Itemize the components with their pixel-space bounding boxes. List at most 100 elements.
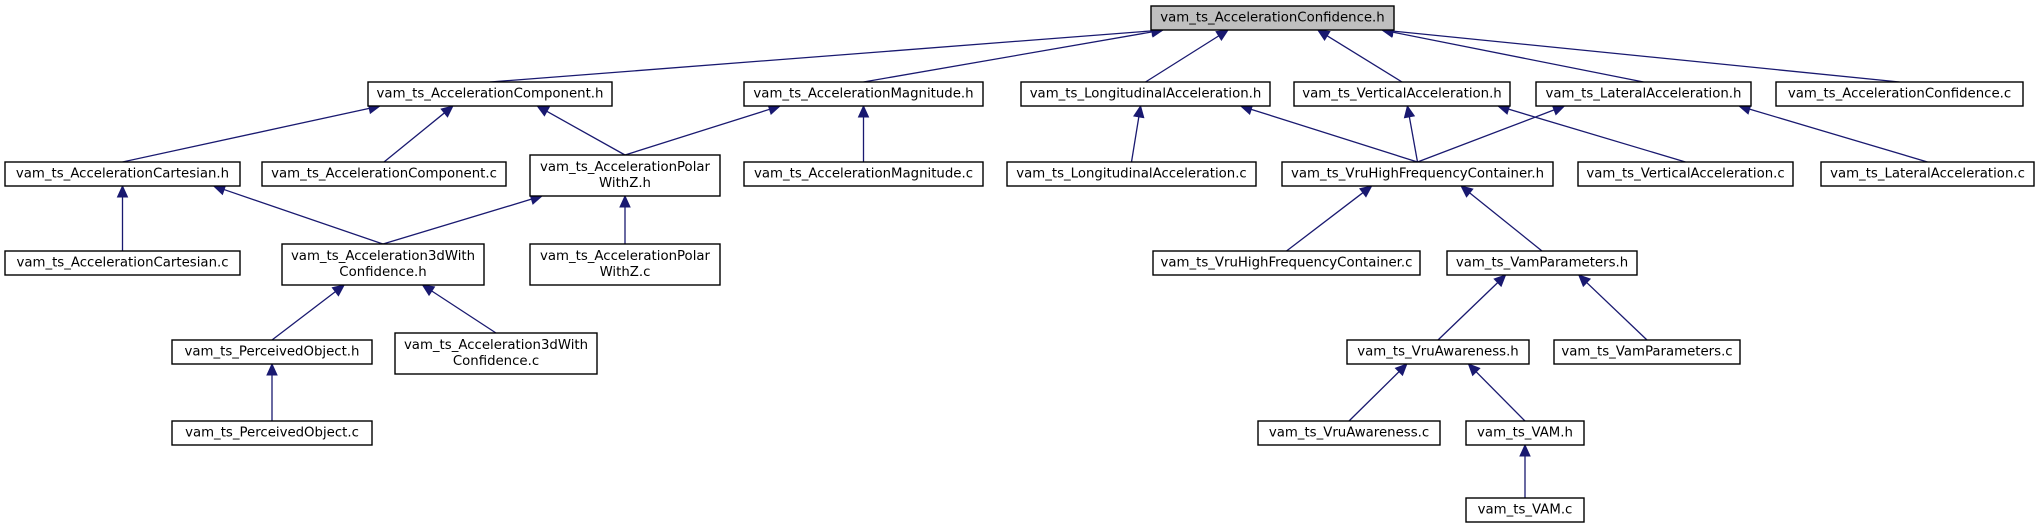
arrowhead-icon [440,105,454,118]
node-box[interactable] [1150,5,1395,31]
arrowhead-icon [1467,363,1481,377]
arrowhead-icon [619,194,631,208]
edge-line [1130,116,1140,163]
edge-line [1392,31,1644,83]
arrowhead-icon [116,184,129,198]
node-label: vam_ts_VerticalAcceleration.h [1302,87,1501,102]
node-box[interactable] [394,332,598,375]
node-box[interactable] [367,81,613,107]
edge-line [1392,30,1900,83]
node-acc-conf-c[interactable]: vam_ts_AccelerationConfidence.c [1775,81,2024,107]
node-vru-aware-h[interactable]: vam_ts_VruAwareness.h [1346,339,1530,365]
node-box[interactable] [4,250,241,276]
node-box[interactable] [743,161,984,187]
node-label: vam_ts_AccelerationMagnitude.h [753,87,973,102]
node-box[interactable] [1553,339,1741,365]
node-label: vam_ts_AccelerationPolar [540,160,711,175]
node-box[interactable] [1152,250,1421,276]
node-perc-obj-c[interactable]: vam_ts_PerceivedObject.c [171,420,373,446]
node-label: vam_ts_AccelerationCartesian.c [16,256,228,271]
node-acc-comp-h[interactable]: vam_ts_AccelerationComponent.h [367,81,613,107]
arrowhead-icon [1133,104,1145,119]
node-box[interactable] [171,420,373,446]
node-vru-aware-c[interactable]: vam_ts_VruAwareness.c [1257,420,1441,446]
node-box[interactable] [1820,161,2035,187]
node-lat-acc-c[interactable]: vam_ts_LateralAcceleration.c [1820,161,2035,187]
edge-acc_comp_h-to-root [489,25,1165,83]
node-box[interactable] [1293,81,1511,107]
edge-line [546,110,626,156]
edge-acc_polar_h-to-acc_comp_h [536,105,626,156]
edge-acc_conf_c-to-root [1380,25,1900,83]
node-vam-h[interactable]: vam_ts_VAM.h [1465,420,1585,446]
node-lat-acc-h[interactable]: vam_ts_LateralAcceleration.h [1535,81,1752,107]
node-label: vam_ts_PerceivedObject.c [185,426,359,441]
edge-line [1437,282,1499,341]
node-box[interactable] [1535,81,1752,107]
node-box[interactable] [1346,339,1530,365]
node-vert-acc-h[interactable]: vam_ts_VerticalAcceleration.h [1293,81,1511,107]
edge-perc_obj_c-to-perc_obj_h [266,362,278,421]
node-box[interactable] [1446,250,1638,276]
node-box[interactable] [1257,420,1441,446]
node-acc-mag-h[interactable]: vam_ts_AccelerationMagnitude.h [743,81,984,107]
node-label: vam_ts_AccelerationMagnitude.c [754,167,973,182]
edge-vert_acc_c-to-vert_acc_h [1496,103,1686,163]
arrowhead-icon [331,284,346,297]
arrowhead-icon [1493,274,1507,288]
node-vru-hfc-c[interactable]: vam_ts_VruHighFrequencyContainer.c [1152,250,1421,276]
edge-vru_hfc_c-to-vru_hfc_h [1286,185,1373,252]
node-long-acc-c[interactable]: vam_ts_LongitudinalAcceleration.c [1006,161,1257,187]
arrowhead-icon [1519,443,1531,457]
node-vam-params-h[interactable]: vam_ts_VamParameters.h [1446,250,1638,276]
node-vru-hfc-h[interactable]: vam_ts_VruHighFrequencyContainer.h [1281,161,1554,187]
edge-lat_acc_c-to-lat_acc_h [1737,103,1928,163]
edge-acc_polar_h-to-acc_mag_h [624,103,782,156]
node-box[interactable] [1465,420,1585,446]
node-box[interactable] [1020,81,1271,107]
edge-acc_mag_h-to-root [863,26,1165,83]
node-box[interactable] [1006,161,1257,187]
node-box[interactable] [281,243,485,286]
node-label: WithZ.h [599,176,651,191]
node-acc-mag-c[interactable]: vam_ts_AccelerationMagnitude.c [743,161,984,187]
node-root[interactable]: vam_ts_AccelerationConfidence.h [1150,5,1395,31]
node-box[interactable] [4,161,241,187]
edge-vam_c-to-vam_h [1519,443,1531,498]
edge-line [1586,282,1648,341]
node-label: vam_ts_AccelerationCartesian.h [16,167,229,182]
node-label: Confidence.h [339,265,426,280]
node-box[interactable] [1577,161,1794,187]
node-vam-c[interactable]: vam_ts_VAM.c [1465,497,1585,523]
arrowhead-icon [1460,185,1474,198]
node-acc-comp-c[interactable]: vam_ts_AccelerationComponent.c [261,161,507,187]
node-acc-cart-h[interactable]: vam_ts_AccelerationCartesian.h [4,161,241,187]
node-box[interactable] [1465,497,1585,523]
node-box[interactable] [529,243,721,286]
arrowhead-icon [536,105,551,117]
node-vam-params-c[interactable]: vam_ts_VamParameters.c [1553,339,1741,365]
edge-line [382,198,532,245]
node-long-acc-h[interactable]: vam_ts_LongitudinalAcceleration.h [1020,81,1271,107]
node-label: vam_ts_Acceleration3dWith [404,338,588,353]
node-box[interactable] [261,161,507,187]
node-label: vam_ts_LongitudinalAcceleration.h [1030,87,1262,102]
edge-acc_comp_c-to-acc_comp_h [383,105,454,163]
node-box[interactable] [529,154,721,197]
edge-line [624,108,770,156]
node-label: vam_ts_VamParameters.c [1561,345,1732,360]
node-vert-acc-c[interactable]: vam_ts_VerticalAcceleration.c [1577,161,1794,187]
node-box[interactable] [743,81,984,107]
node-box[interactable] [1775,81,2024,107]
edge-perc_obj_h-to-acc_3d_h [271,284,346,341]
node-box[interactable] [1281,161,1554,187]
node-perc-obj-h[interactable]: vam_ts_PerceivedObject.h [171,339,373,365]
node-acc-cart-c[interactable]: vam_ts_AccelerationCartesian.c [4,250,241,276]
node-box[interactable] [171,339,373,365]
edge-line [1469,192,1543,252]
node-label: vam_ts_AccelerationComponent.c [271,167,497,182]
